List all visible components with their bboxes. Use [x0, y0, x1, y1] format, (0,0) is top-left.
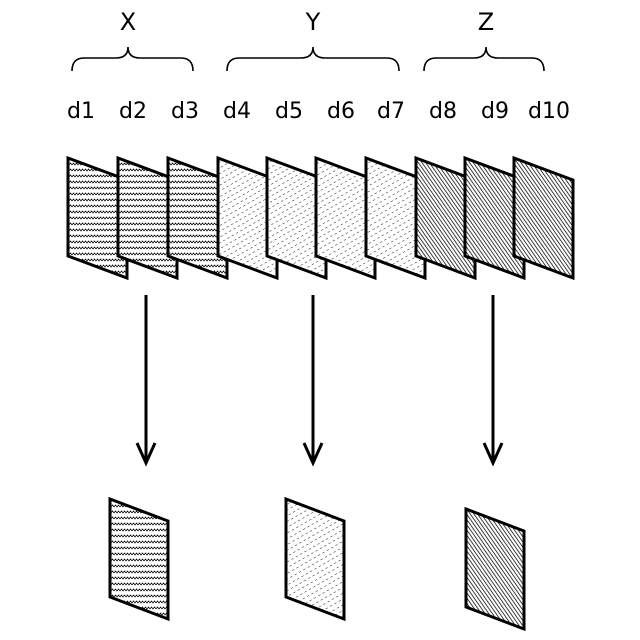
document-label-d1: d1 [67, 99, 95, 124]
output-sheet-x [110, 499, 168, 619]
output-sheet-z [466, 509, 524, 629]
arrow-y [304, 295, 322, 463]
document-labels: d1 d2 d3 d4 d5 d6 d7 d8 d9 d10 [67, 99, 570, 124]
document-label-d5: d5 [275, 99, 303, 124]
group-brace-z [424, 47, 544, 71]
document-sheet-d10 [514, 158, 573, 278]
document-label-d7: d7 [377, 99, 405, 124]
input-documents [68, 158, 573, 278]
group-label-x: X [120, 8, 136, 36]
group-brace-x [72, 47, 193, 71]
output-documents [110, 499, 524, 629]
document-label-d3: d3 [171, 99, 199, 124]
document-label-d6: d6 [327, 99, 355, 124]
output-sheet-y [286, 499, 344, 619]
document-label-d8: d8 [429, 99, 457, 124]
arrow-x [137, 295, 155, 463]
group-label-z: Z [478, 8, 494, 36]
document-label-d10: d10 [528, 99, 570, 124]
document-label-d9: d9 [481, 99, 509, 124]
document-label-d2: d2 [119, 99, 147, 124]
group-brace-y [227, 47, 399, 71]
group-label-y: Y [305, 8, 321, 36]
document-label-d4: d4 [223, 99, 251, 124]
arrow-z [484, 295, 502, 463]
